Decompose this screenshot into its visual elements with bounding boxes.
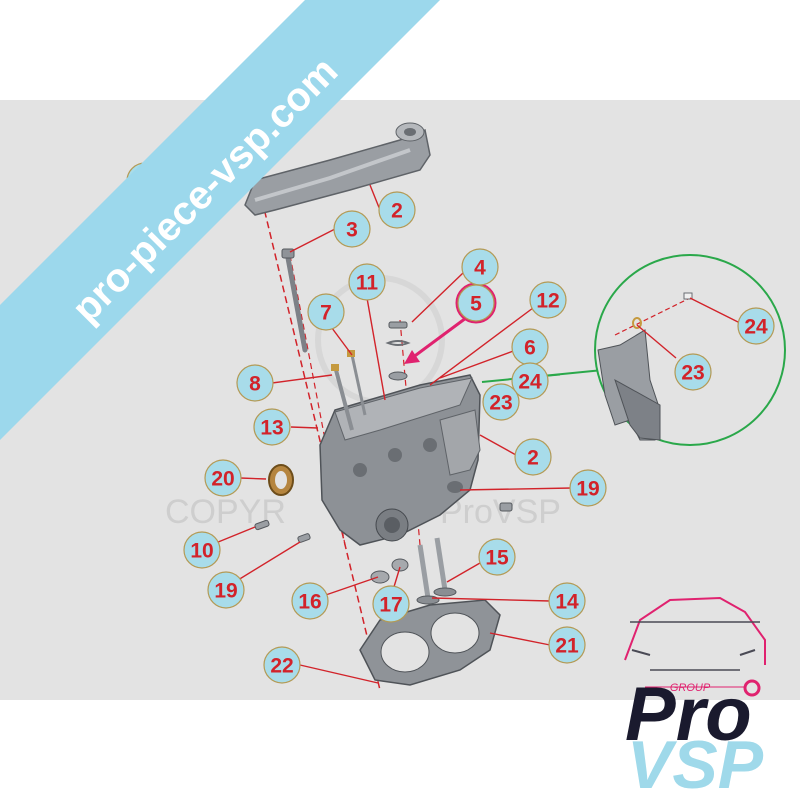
callout-10: 10 [183,531,221,569]
valve-spring-assembly [385,321,411,381]
callout-3: 3 [333,210,371,248]
zoom-detail [481,254,786,446]
logo-pro-text: Pro [625,672,752,757]
callout-8: 8 [236,364,274,402]
callout-number: 6 [524,337,536,360]
callout-number: 13 [260,417,283,440]
logo-gear-icon [743,679,761,697]
callout-23: 23 [674,353,712,391]
logo-group-text: GROUP [670,682,711,694]
callout-24: 24 [511,362,549,400]
callout-16: 16 [291,582,329,620]
callout-number: 15 [485,547,509,570]
callout-22: 22 [263,646,301,684]
callout-number: 4 [474,257,486,280]
callout-20: 20 [204,459,242,497]
watermark-right: ProVSP [440,493,561,531]
callout-number: 7 [320,302,332,325]
small-screws [254,502,513,543]
callout-13: 13 [253,408,291,446]
callout-7: 7 [307,293,345,331]
callout-number: 11 [356,272,379,295]
callout-12: 12 [529,281,567,319]
callout-bubble [253,408,291,446]
callout-number: 21 [555,635,579,658]
callout-bubble [291,582,329,620]
callout-bubble [307,293,345,331]
callout-17: 17 [372,585,410,623]
head-bolt [281,248,308,353]
callout-bubble [204,459,242,497]
callout-number: 2 [391,200,403,223]
callout-6: 6 [511,328,549,366]
callout-number: 24 [518,371,542,394]
callout-24: 24 [737,307,775,345]
callout-bubble [263,646,301,684]
callout-2: 2 [514,438,552,476]
callout-bubble [478,538,516,576]
camshaft-seal [268,464,294,496]
callout-number: 3 [346,219,358,242]
callout-bubble [737,307,775,345]
valve-seats [370,558,409,584]
logo-vsp-text: VSP [627,727,764,800]
callout-14: 14 [548,582,586,620]
callout-11: 11 [348,263,386,301]
callout-number: 10 [190,540,213,563]
callout-number: 14 [555,591,579,614]
callout-2: 2 [378,191,416,229]
callout-bubble [548,626,586,664]
callout-bubble [183,531,221,569]
callout-bubble [569,469,607,507]
callout-number: 5 [470,293,482,316]
callout-bubble [378,191,416,229]
callout-bubble [372,585,410,623]
callout-number: 19 [576,478,599,501]
callout-bubble [529,281,567,319]
callout-bubble [548,582,586,620]
callout-bubble [482,383,520,421]
callout-19: 19 [569,469,607,507]
callout-number: 16 [298,591,321,614]
highlight-arrowhead [404,350,420,364]
callout-19: 19 [207,571,245,609]
callout-number: 12 [536,290,559,313]
callout-bubble [511,362,549,400]
highlight-arrow [411,316,467,360]
callout-number: 23 [489,392,512,415]
callout-bubble [348,263,386,301]
cylinder-head [319,374,481,546]
callout-number: 19 [214,580,237,603]
callout-bubble [207,571,245,609]
callout-bubble [333,210,371,248]
callout-5: 5 [457,284,495,322]
callout-bubble [236,364,274,402]
callout-4: 4 [461,248,499,286]
callout-15: 15 [478,538,516,576]
callout-number: 23 [681,362,704,385]
assembly-axis-main [261,199,381,691]
callout-number: 24 [744,316,768,339]
cam-cover [244,122,431,216]
callout-number: 22 [270,655,293,678]
callout-bubble [514,438,552,476]
provsp-logo: GROUP Pro VSP [624,596,766,800]
callout-number: 17 [379,594,402,617]
callout-21: 21 [548,626,586,664]
callouts: 1234511127624823132201910151916171421222… [126,162,775,684]
callout-23: 23 [482,383,520,421]
callout-number: 8 [249,373,261,396]
callout-bubble [674,353,712,391]
callout-number: 20 [211,468,234,491]
callout-bubble [457,284,495,322]
callout-number: 2 [527,447,539,470]
